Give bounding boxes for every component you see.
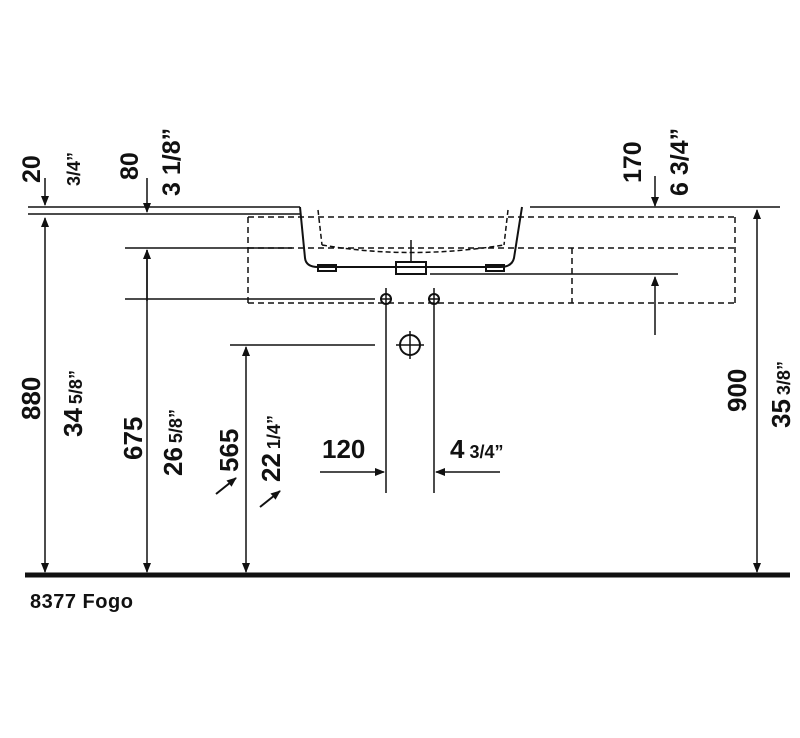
dim-left-height-in-frac: 5/8” [66,370,86,404]
dim-left-height-in-whole: 34 [58,408,88,437]
dim-top-left-in: 3/4” [64,152,84,186]
dim-left-height: 880 34 5/8” [16,370,88,437]
dim-left-height-mm: 880 [16,377,46,420]
svg-text:221/4”: 22 1/4” [256,415,286,482]
dim-top-right-mm: 170 [619,141,647,183]
centre-lines [380,288,440,493]
dim-right-height-in-whole: 35 [766,399,796,428]
svg-text:43/4”: 43/4” [450,434,504,464]
dim-mid-height-in-frac: 5/8” [166,409,186,443]
dim-drain-height-in-whole: 22 [256,453,286,482]
basin-shape [299,206,523,275]
dim-mid-height-mm: 675 [118,417,148,460]
dim-drain-height-in-frac: 1/4” [264,415,284,449]
dim-spacing-in-whole: 4 [450,434,465,464]
dim-right-height-in-frac: 3/8” [774,361,794,395]
dim-right-height-mm: 900 [722,369,752,412]
model-label: 8377 Fogo [30,591,134,613]
dimension-arrows [41,176,761,573]
dim-mid-height: 675 26 5/8” [118,409,188,476]
dim-right-height: 900 35 3/8” [722,361,796,428]
dim-top-right: 170 6 3/4” [619,128,694,196]
svg-text:265/8”: 26 5/8” [158,409,188,476]
dim-top-mid: 80 3 1/8” [116,128,186,196]
dim-spacing-in-frac: 3/4” [469,442,503,462]
dim-top-left-mm: 20 [18,155,46,183]
dim-top-left: 20 3/4” [18,152,84,186]
dim-spacing-mm: 120 [322,434,365,464]
svg-text:345/8”: 34 5/8” [58,370,88,437]
svg-text:353/8”: 35 3/8” [766,361,796,428]
vanity-outline-dashed [247,216,736,304]
dim-top-right-in: 6 3/4” [666,128,694,196]
dim-top-mid-mm: 80 [116,152,144,180]
dim-top-mid-in: 3 1/8” [158,128,186,196]
dim-drain-height: 565 22 1/4” [214,415,286,482]
top-reference-lines [28,206,780,215]
dim-mid-height-in-whole: 26 [158,447,188,476]
dim-drain-height-mm: 565 [214,429,244,472]
leader-lines [125,247,678,346]
